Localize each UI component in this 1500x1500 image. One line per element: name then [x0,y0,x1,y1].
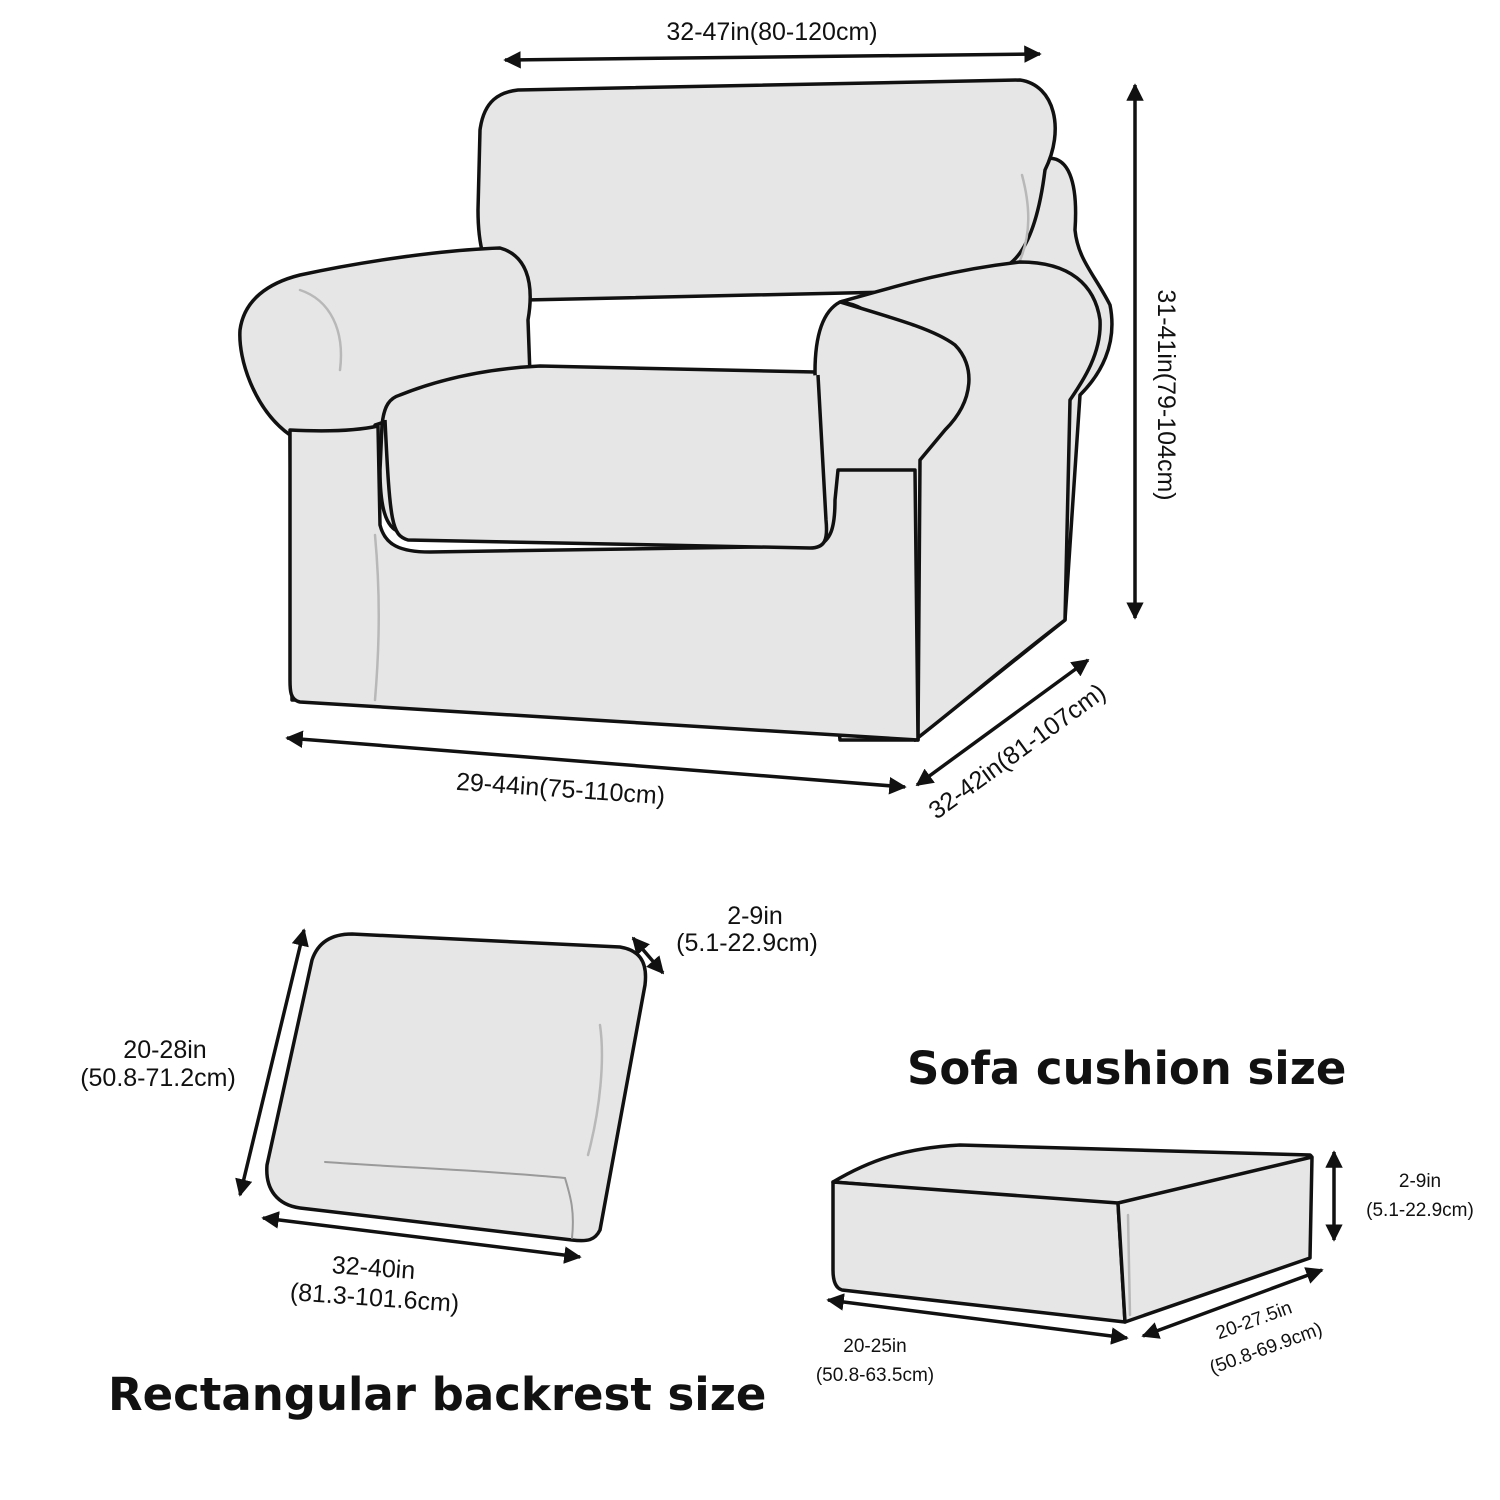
front-width-label: 29-44in(75-110cm) [455,768,666,811]
backrest-cushion [265,932,648,1243]
back-width-arrow [503,45,1042,69]
backrest-height-arrow [235,928,309,1197]
cushion-thickness-cm: (5.1-22.9cm) [1366,1200,1474,1221]
cushion-illustration [831,1143,1314,1324]
cushion-edge-crease [1126,1213,1132,1317]
backrest-width-in: 32-40in [331,1251,416,1285]
armchair-back-cushion [476,78,1057,302]
backrest-side-crease [586,1023,604,1157]
armchair-front-base [288,424,920,742]
back-crease [1016,173,1030,267]
backrest-height-in: 20-28in [123,1036,206,1064]
cushion-heading: Sofa cushion size [907,1042,1347,1095]
cushion-front [831,1180,1127,1324]
backrest-thickness-in: 2-9in [727,902,783,930]
height-label: 31-41in(79-104cm) [1152,289,1180,500]
cushion-width-in: 20-25in [843,1336,906,1357]
armchair-illustration [238,78,1114,742]
cushion-width-cm: (50.8-63.5cm) [816,1365,934,1386]
depth-arrow [915,658,1090,787]
backrest-height-cm: (50.8-71.2cm) [80,1064,236,1092]
backrest-bottom-crease [324,1161,574,1239]
backrest-width-cm: (81.3-101.6cm) [289,1278,460,1318]
backrest-thickness-cm: (5.1-22.9cm) [676,929,818,957]
backrest-thickness-arrow [631,936,665,975]
left-arm-crease [298,288,343,372]
cushion-width-arrow [826,1293,1129,1345]
cushion-depth-arrow [1141,1267,1324,1339]
back-width-label: 32-47in(80-120cm) [666,18,877,46]
backrest-illustration [265,932,648,1243]
front-crease [373,533,380,702]
backrest-heading: Rectangular backrest size [108,1368,767,1421]
armchair-seat-front-edge [383,374,829,550]
cushion-thickness-in: 2-9in [1399,1171,1441,1192]
front-width-arrow [285,730,907,795]
backrest-width-arrow [261,1211,582,1264]
